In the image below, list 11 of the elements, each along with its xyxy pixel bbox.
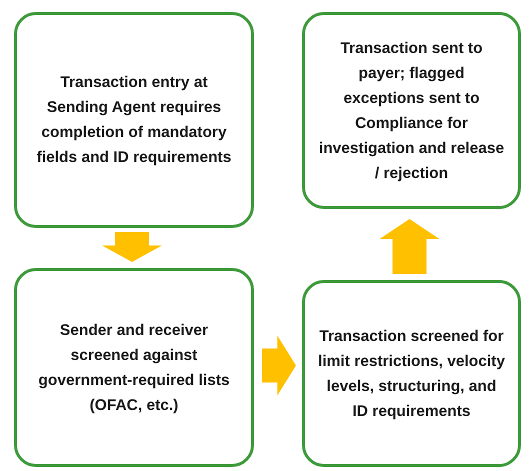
process-box bbox=[302, 12, 521, 209]
box-text: Transaction entry at Sending Agent requires completion of mandatory fields and ID requirements bbox=[36, 73, 232, 168]
block-arrow bbox=[262, 336, 296, 396]
block-arrow bbox=[102, 232, 162, 262]
process-box bbox=[14, 12, 254, 228]
box-text: Sender and receiver screened against government-required lists (OFAC, etc.) bbox=[37, 320, 231, 416]
process-box bbox=[14, 268, 254, 467]
process-box bbox=[302, 280, 521, 467]
box-text: Transaction screened for limit restrictions, velocity levels, structuring, and ID requirements bbox=[317, 326, 506, 422]
box-text: Transaction sent to payer; flagged exceptions sent to Compliance for investigation and release / rejection bbox=[318, 38, 506, 184]
block-arrow bbox=[380, 219, 440, 274]
